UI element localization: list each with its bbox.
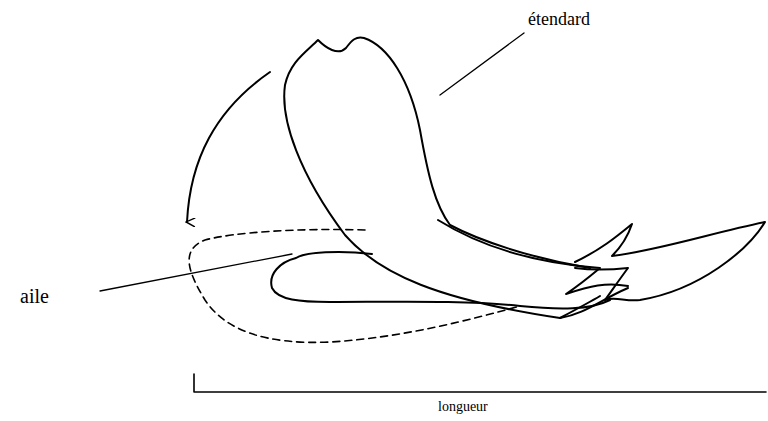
wing-petal	[271, 252, 610, 309]
standard-petal	[284, 37, 628, 318]
wing-dashed	[189, 229, 520, 342]
dimension-label: longueur	[438, 400, 488, 414]
length-bracket	[194, 374, 766, 392]
movement-arrow	[187, 72, 270, 222]
leader-line	[440, 33, 524, 95]
part-label: aile	[20, 286, 49, 306]
calyx	[575, 222, 765, 300]
leader-line	[100, 254, 292, 291]
part-label: étendard	[528, 10, 590, 28]
